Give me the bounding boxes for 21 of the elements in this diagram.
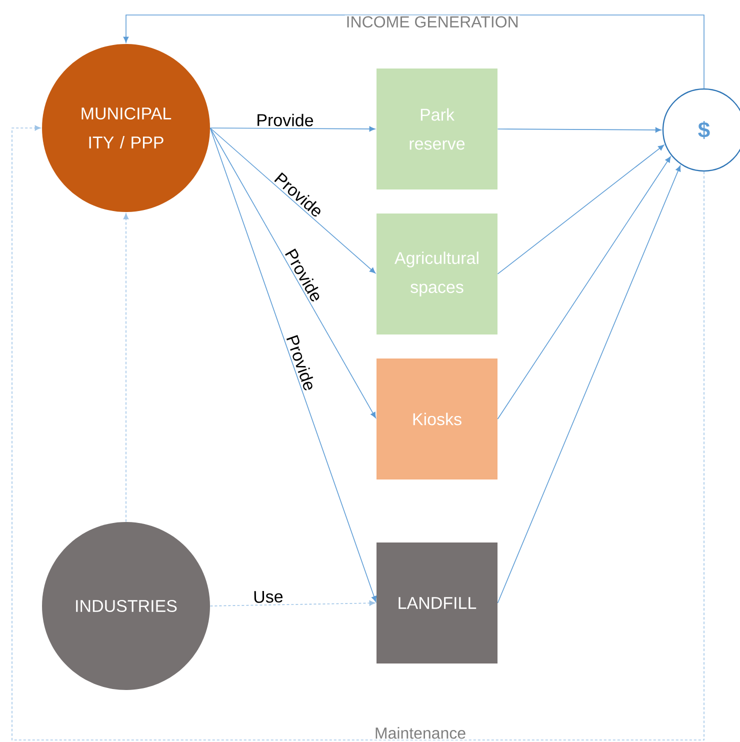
area-box: Agricultural spaces	[376, 214, 498, 334]
arrow	[123, 14, 704, 89]
arrow	[497, 165, 681, 604]
arrow	[497, 127, 662, 133]
edge-label: Maintenance	[373, 726, 468, 740]
edge-label: INCOME GENERATION	[344, 15, 520, 29]
arrow	[210, 600, 376, 606]
arrow	[210, 128, 376, 274]
arrow	[123, 213, 129, 522]
arrow	[210, 128, 376, 418]
arrow	[210, 128, 377, 602]
arrow	[497, 144, 664, 274]
arrow	[497, 156, 671, 420]
edge-label: Provide	[286, 334, 314, 390]
arrow	[210, 126, 376, 132]
area-box: Park reserve	[376, 68, 498, 190]
edge-label: Use	[254, 590, 283, 603]
edge-label: Provide	[258, 114, 314, 126]
area-box: LANDFILL	[376, 542, 498, 664]
area-box: Kiosks	[376, 358, 498, 480]
arrow	[12, 125, 704, 740]
